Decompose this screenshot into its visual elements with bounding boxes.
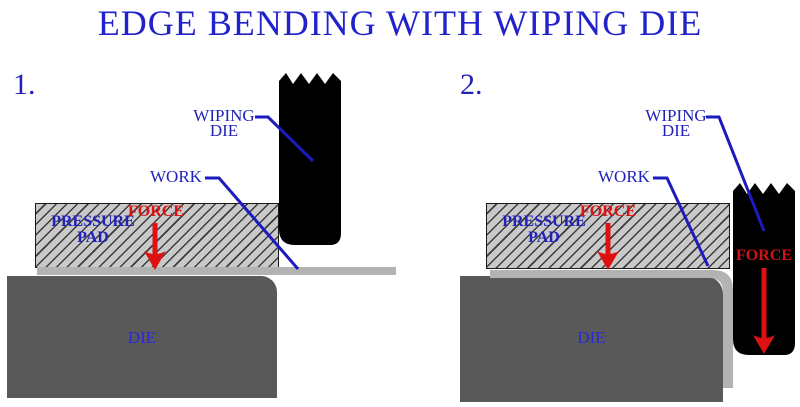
wiping-die-2-shape xyxy=(733,183,795,355)
wiping-die-1-label: WIPING DIE xyxy=(192,106,256,140)
die-1-label: DIE xyxy=(127,328,157,347)
work-piece-1 xyxy=(37,267,396,275)
pressure-pad-2-label-line2: PAD xyxy=(528,229,560,246)
wiping-die-1-label-line1: WIPING xyxy=(193,106,255,125)
panel-2-number: 2. xyxy=(460,68,483,101)
wiping-die-2-label-line2: DIE xyxy=(661,121,691,140)
diagram-title: EDGE BENDING WITH WIPING DIE xyxy=(97,3,703,43)
wiping-die-2-label-line1: WIPING xyxy=(645,106,707,125)
work-1-label: WORK xyxy=(150,167,202,186)
panel-1-number: 1. xyxy=(13,68,36,101)
wiping-die-1-label-line2: DIE xyxy=(209,121,239,140)
wiping-die-1-shape xyxy=(279,73,341,245)
pressure-pad-2-label-line1: PRESSURE xyxy=(502,213,586,230)
die-block-1 xyxy=(7,276,277,398)
force-arrow-wiping-die-2-head xyxy=(753,335,775,354)
force-arrow-wiping-die-2 xyxy=(753,268,775,354)
pressure-pad-1-label: PRESSURE PAD xyxy=(36,214,150,246)
leader-line-wiping-die-1 xyxy=(255,115,315,163)
pressure-pad-2-label: PRESSURE PAD xyxy=(487,214,601,246)
force-1-label: FORCE xyxy=(128,203,184,220)
work-2-label: WORK xyxy=(598,167,650,186)
pressure-pad-1-label-line1: PRESSURE xyxy=(51,213,135,230)
force-2-label: FORCE xyxy=(580,203,636,220)
die-2-label: DIE xyxy=(577,328,606,347)
wiping-die-2-label: WIPING DIE xyxy=(644,106,708,140)
pressure-pad-1-label-line2: PAD xyxy=(77,229,109,246)
force-wiping-die-2-label: FORCE xyxy=(736,247,792,264)
